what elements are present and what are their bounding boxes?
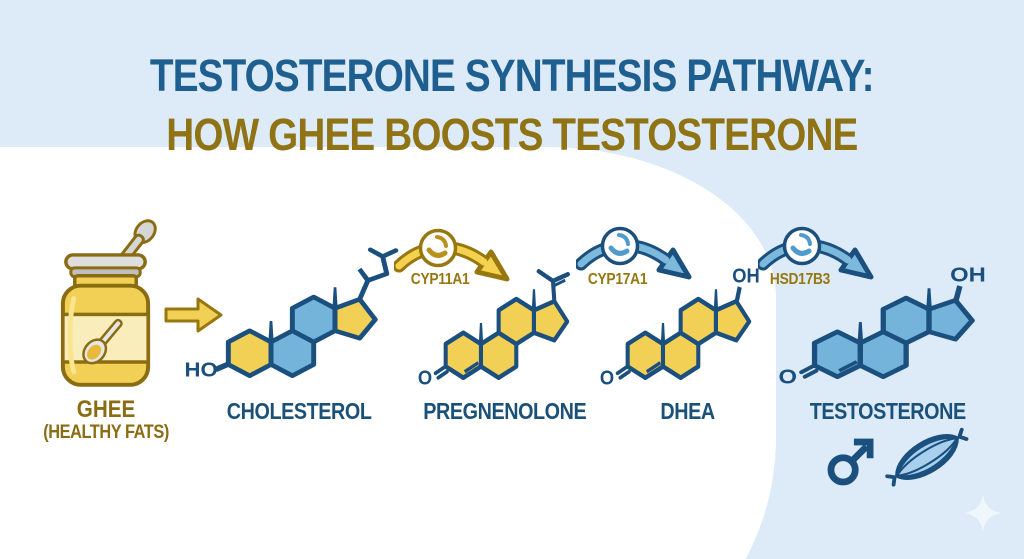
svg-text:O: O — [418, 368, 432, 389]
svg-text:O: O — [600, 368, 614, 389]
testosterone-structure: O OH — [767, 244, 1003, 388]
reaction-arrow-cyp11a1-icon — [394, 228, 510, 282]
svg-text:OH: OH — [950, 263, 986, 286]
ghee-label: GHEE — [76, 396, 136, 423]
title-line2: HOW GHEE BOOSTS TESTOSTERONE — [166, 109, 858, 160]
reaction-arrow-cyp17a1-icon — [576, 226, 692, 280]
cholesterol-structure: HO — [184, 243, 404, 387]
ghee-sublabel: (HEALTHY FATS) — [43, 422, 169, 443]
dhea-label: DHEA — [660, 398, 716, 424]
flow-arrow-icon — [164, 297, 223, 333]
cholesterol-label: CHOLESTEROL — [226, 398, 372, 424]
reaction-arrow-hsd17b3-icon — [758, 226, 874, 280]
sparkle-icon — [964, 494, 1002, 532]
title-line1: TESTOSTERONE SYNTHESIS PATHWAY: — [150, 50, 875, 101]
male-symbol-icon — [827, 438, 874, 486]
dhea-structure: O OH — [591, 245, 773, 389]
enzyme-circle-icon — [600, 226, 640, 266]
testosterone-label: TESTOSTERONE — [809, 398, 967, 424]
enzyme-circle-icon — [782, 226, 822, 266]
svg-text:HO: HO — [184, 359, 217, 381]
enzyme-label-cyp17a1: CYP17A1 — [588, 271, 648, 288]
pregnenolone-label: PREGNENOLONE — [423, 398, 587, 424]
ghee-jar-icon — [60, 219, 157, 387]
spoon-on-label-icon — [82, 318, 123, 365]
enzyme-label-hsd17b3: HSD17B3 — [769, 271, 831, 288]
svg-text:O: O — [778, 365, 797, 388]
page-title: TESTOSTERONE SYNTHESIS PATHWAY: HOW GHEE… — [0, 52, 1024, 170]
enzyme-circle-icon — [418, 228, 458, 268]
svg-text:OH: OH — [732, 266, 759, 288]
enzyme-label-cyp11a1: CYP11A1 — [410, 271, 470, 288]
muscle-icon — [885, 427, 969, 487]
pregnenolone-structure: O — [409, 245, 591, 389]
